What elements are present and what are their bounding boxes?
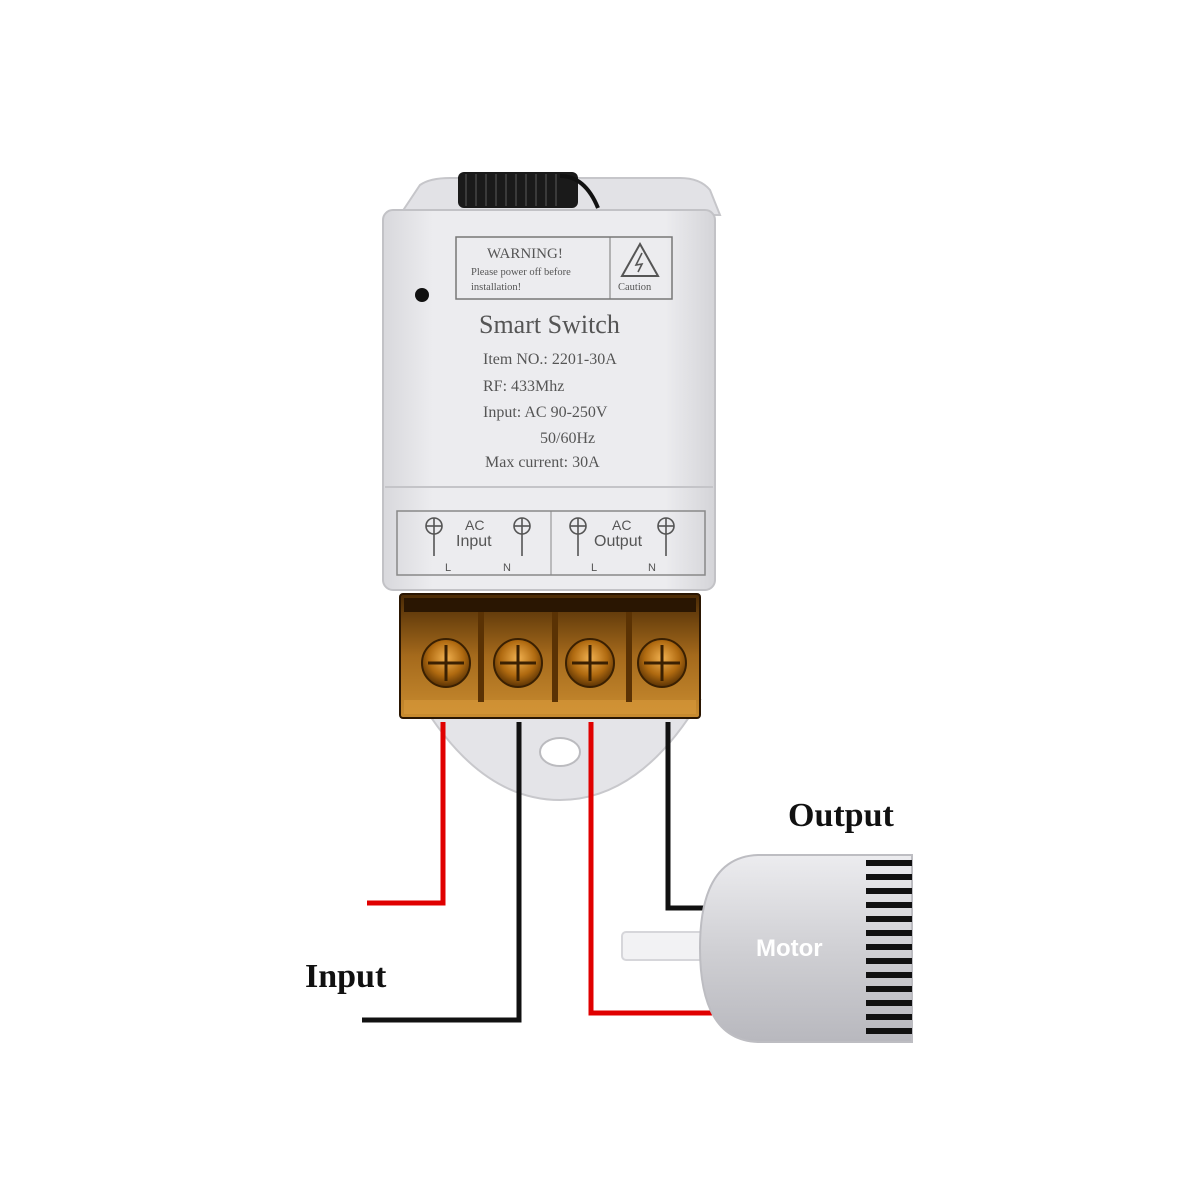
terminal-screw bbox=[421, 638, 471, 688]
device-title: Smart Switch bbox=[479, 310, 620, 339]
terminal-letter: L bbox=[445, 562, 451, 574]
antenna-coil bbox=[458, 172, 600, 209]
input-label: Input bbox=[305, 958, 387, 995]
terminal-letter: N bbox=[648, 562, 656, 574]
terminal-symbol-output-l bbox=[569, 517, 587, 556]
warning-line1: Please power off before bbox=[471, 267, 571, 278]
terminal-screw bbox=[565, 638, 615, 688]
terminal-letter: N bbox=[503, 562, 511, 574]
warning-box: WARNING! Please power off before install… bbox=[455, 236, 673, 300]
motor-label: Motor bbox=[756, 935, 823, 962]
switch-housing bbox=[382, 209, 716, 591]
input-frequency: 50/60Hz bbox=[540, 430, 595, 447]
output-live-wire bbox=[588, 722, 712, 1016]
input-ac-label: AC bbox=[465, 517, 484, 533]
warning-line2: installation! bbox=[471, 282, 521, 293]
terminal-letter: L bbox=[591, 562, 597, 574]
terminal-screw bbox=[637, 638, 687, 688]
output-terminal-label: Output bbox=[594, 533, 643, 550]
input-voltage: Input: AC 90-250V bbox=[483, 404, 608, 421]
motor-shaft bbox=[621, 931, 713, 961]
input-terminal-label: Input bbox=[456, 533, 492, 550]
input-live-wire bbox=[367, 722, 446, 906]
rf-frequency: RF: 433Mhz bbox=[483, 378, 564, 395]
max-current: Max current: 30A bbox=[485, 454, 600, 471]
terminal-block bbox=[399, 593, 701, 719]
warning-title: WARNING! bbox=[487, 246, 563, 262]
status-led bbox=[415, 288, 429, 302]
output-neutral-wire bbox=[665, 722, 706, 911]
caution-label: Caution bbox=[618, 282, 652, 293]
output-ac-label: AC bbox=[612, 517, 631, 533]
motor-vents bbox=[866, 860, 912, 1034]
terminal-label-panel: AC Input AC Output L N L N bbox=[396, 510, 706, 576]
motor-body bbox=[698, 854, 913, 1043]
terminal-screw bbox=[493, 638, 543, 688]
high-voltage-icon bbox=[620, 241, 660, 277]
terminal-symbol-input-l bbox=[425, 517, 443, 556]
item-number: Item NO.: 2201-30A bbox=[483, 351, 617, 368]
input-neutral-wire bbox=[362, 722, 522, 1023]
terminal-symbol-input-n bbox=[513, 517, 531, 556]
output-label: Output bbox=[788, 797, 894, 834]
terminal-symbol-output-n bbox=[657, 517, 675, 556]
mounting-hole bbox=[539, 737, 581, 767]
motor: Motor bbox=[621, 854, 913, 1043]
